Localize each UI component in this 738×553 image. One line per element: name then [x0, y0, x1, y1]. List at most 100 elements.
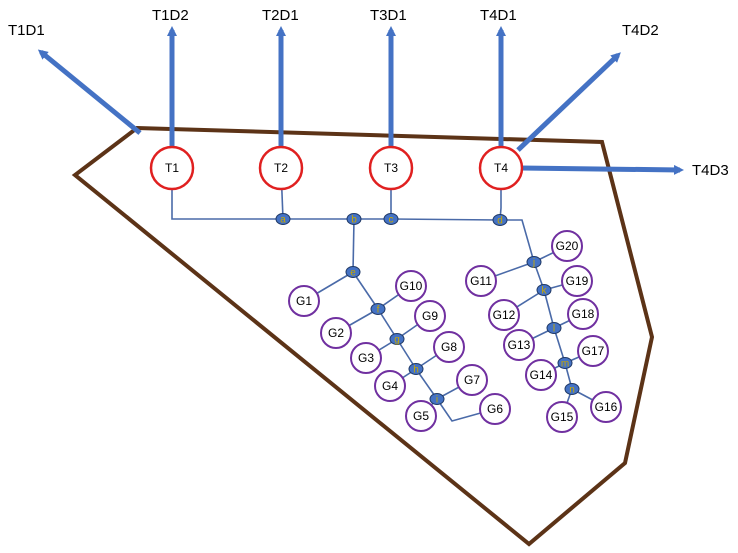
terminal-label: T1 — [165, 161, 179, 175]
junction-node — [275, 213, 291, 225]
terminal-circle — [368, 145, 414, 191]
terminal-t3[interactable]: T3 — [368, 145, 414, 191]
generator-g4[interactable]: G4 — [374, 370, 406, 402]
generator-g6[interactable]: G6 — [479, 393, 511, 425]
junction-f[interactable]: f — [370, 303, 386, 316]
generator-label: G4 — [382, 379, 398, 393]
terminal-label: T4 — [494, 161, 508, 175]
generator-g15[interactable]: G15 — [546, 401, 578, 433]
generator-label: G10 — [400, 279, 423, 293]
generator-circle — [546, 401, 578, 433]
junction-a[interactable]: a — [275, 213, 291, 226]
junction-g[interactable]: g — [389, 333, 405, 346]
generator-g9[interactable]: G9 — [414, 300, 446, 332]
junction-label: k — [542, 286, 548, 297]
generator-circle — [577, 335, 609, 367]
junction-node — [546, 322, 562, 334]
arrow-label-t3d1: T3D1 — [370, 7, 407, 24]
junction-m[interactable]: m — [557, 357, 573, 370]
junction-label: a — [280, 215, 286, 226]
junction-label: l — [553, 324, 555, 335]
generator-g17[interactable]: G17 — [577, 335, 609, 367]
generator-g5[interactable]: G5 — [405, 400, 437, 432]
generator-circle — [567, 298, 599, 330]
arrow-t4d2 — [516, 52, 621, 152]
generator-circle — [374, 370, 406, 402]
generator-circle — [350, 342, 382, 374]
junction-label: i — [436, 395, 438, 406]
generator-label: G17 — [582, 344, 605, 358]
arrow-t1d1 — [37, 49, 142, 135]
generator-label: G14 — [530, 368, 553, 382]
generator-g12[interactable]: G12 — [488, 299, 520, 331]
generator-g11[interactable]: G11 — [465, 265, 497, 297]
generator-g7[interactable]: G7 — [456, 364, 488, 396]
generator-g8[interactable]: G8 — [433, 331, 465, 363]
terminal-circle — [258, 145, 304, 191]
generator-circle — [433, 331, 465, 363]
junction-l[interactable]: l — [546, 322, 562, 335]
generator-label: G15 — [551, 410, 574, 424]
generator-label: G7 — [464, 373, 480, 387]
wire-l-m — [553, 327, 566, 364]
junction-b[interactable]: b — [346, 213, 362, 226]
arrow-label-t1d2: T1D2 — [152, 7, 189, 24]
generator-label: G13 — [508, 338, 531, 352]
generator-g20[interactable]: G20 — [551, 230, 583, 262]
generator-label: G6 — [487, 402, 503, 416]
junction-d[interactable]: d — [492, 214, 508, 227]
generator-g3[interactable]: G3 — [350, 342, 382, 374]
generator-label: G18 — [572, 307, 595, 321]
generator-circle — [479, 393, 511, 425]
generator-circle — [456, 364, 488, 396]
generator-g13[interactable]: G13 — [503, 329, 535, 361]
generator-g19[interactable]: G19 — [561, 265, 593, 297]
junction-node — [408, 363, 424, 375]
generator-g10[interactable]: G10 — [395, 270, 427, 302]
junction-node — [536, 284, 552, 296]
wire-k-l — [543, 289, 555, 329]
arrow-label-t4d1: T4D1 — [480, 7, 517, 24]
junction-label: h — [413, 365, 419, 376]
junction-label: c — [389, 215, 394, 226]
terminal-label: T2 — [274, 161, 288, 175]
junction-node — [345, 266, 361, 278]
terminal-t2[interactable]: T2 — [258, 145, 304, 191]
junction-label: j — [532, 258, 535, 269]
junction-node — [346, 213, 362, 225]
junction-c[interactable]: c — [383, 213, 399, 226]
wire-c-d — [390, 218, 501, 221]
terminal-t4[interactable]: T4 — [478, 145, 524, 191]
generator-circle — [488, 299, 520, 331]
junction-node — [429, 393, 445, 405]
terminal-t1[interactable]: T1 — [149, 145, 195, 191]
arrow-t4d3 — [520, 164, 684, 175]
wire-b-e — [352, 218, 355, 273]
generator-circle — [551, 230, 583, 262]
generator-g18[interactable]: G18 — [567, 298, 599, 330]
junction-label: e — [350, 268, 356, 279]
junction-label: b — [351, 215, 357, 226]
junction-node — [526, 256, 542, 268]
generator-circle — [525, 359, 557, 391]
junction-k[interactable]: k — [536, 284, 552, 297]
junction-n[interactable]: n — [564, 383, 580, 396]
junction-j[interactable]: j — [526, 256, 542, 269]
junction-label: m — [561, 359, 569, 370]
junction-node — [370, 303, 386, 315]
generator-circle — [465, 265, 497, 297]
arrow-label-t4d3: T4D3 — [692, 162, 729, 179]
junction-node — [389, 333, 405, 345]
generator-label: G1 — [296, 294, 312, 308]
arrow-label-t1d1: T1D1 — [8, 22, 45, 39]
generator-g2[interactable]: G2 — [320, 317, 352, 349]
junction-i[interactable]: i — [429, 393, 445, 406]
generator-circle — [590, 391, 622, 423]
generator-g1[interactable]: G1 — [288, 285, 320, 317]
generator-g16[interactable]: G16 — [590, 391, 622, 423]
generator-g14[interactable]: G14 — [525, 359, 557, 391]
generator-label: G2 — [328, 326, 344, 340]
junction-e[interactable]: e — [345, 266, 361, 279]
junction-h[interactable]: h — [408, 363, 424, 376]
